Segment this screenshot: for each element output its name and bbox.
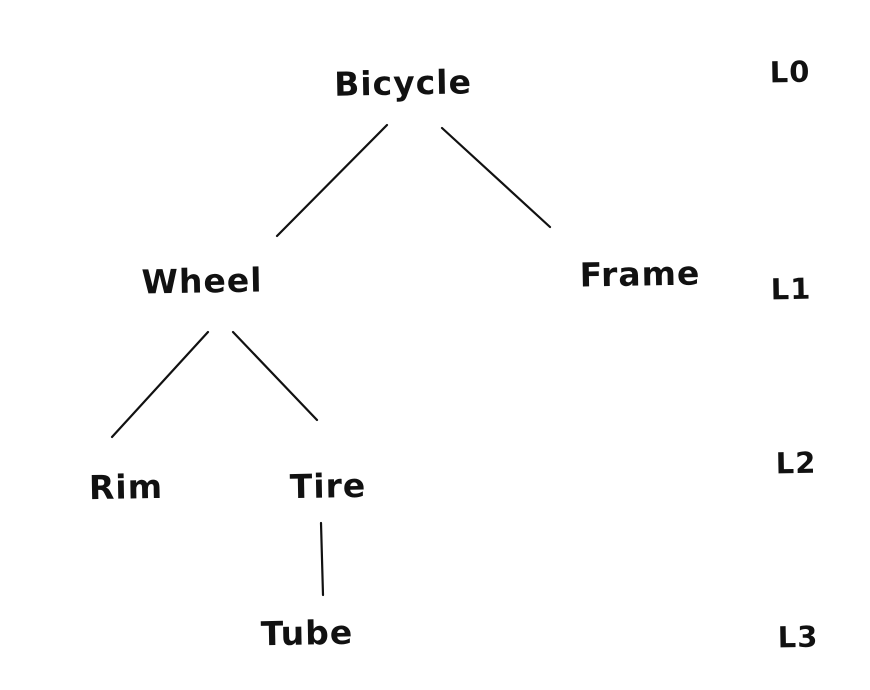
level-label-l0: L0 (769, 54, 811, 90)
level-label-l3: L3 (777, 619, 819, 655)
node-tube: Tube (260, 612, 354, 654)
edge-bicycle-wheel (275, 123, 389, 238)
edge-wheel-tire (231, 330, 319, 422)
node-wheel: Wheel (141, 260, 263, 302)
edge-tire-tube (319, 521, 325, 597)
edge-bicycle-frame (440, 126, 552, 229)
node-rim: Rim (88, 466, 164, 508)
edge-wheel-rim (110, 330, 210, 439)
node-bicycle: Bicycle (333, 62, 473, 104)
level-label-l1: L1 (770, 271, 812, 307)
level-label-l2: L2 (775, 445, 817, 481)
node-frame: Frame (579, 253, 701, 295)
node-tire: Tire (289, 465, 367, 507)
